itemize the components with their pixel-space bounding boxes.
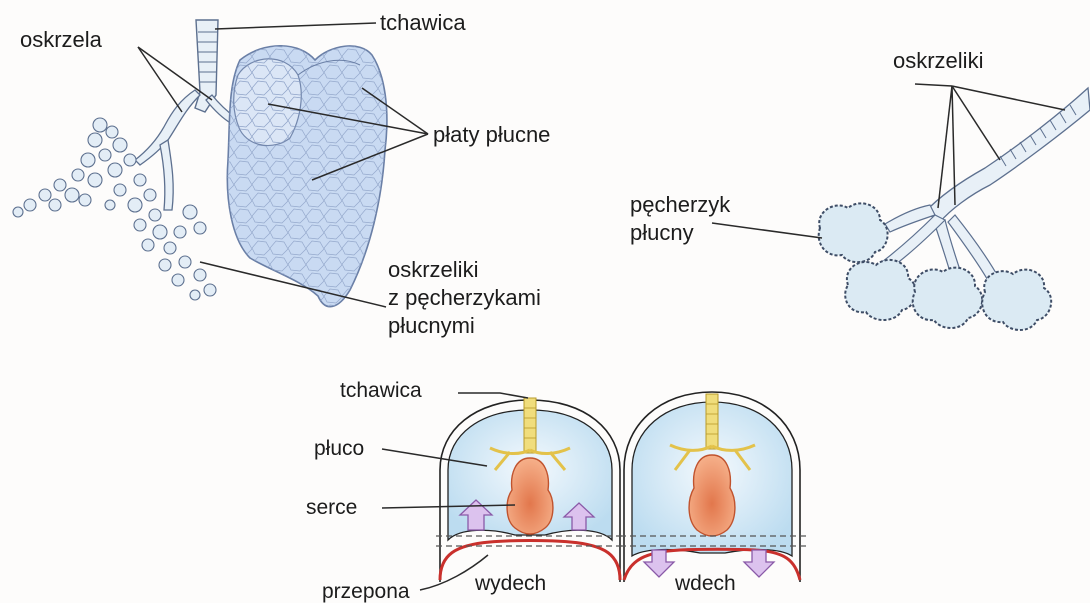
label-lung-lobes: płaty płucne [433,122,550,147]
bronchial-tree-illustration [13,20,387,307]
chest-exhale [436,398,624,582]
heart-inhale [689,455,735,536]
label-bronchioles-right: oskrzeliki [893,48,983,73]
trachea-inhale [706,394,718,449]
label-alveolus-line1: pęcherzyk [630,192,731,217]
alveoli-detail-illustration [819,88,1090,330]
label-exhale: wydech [474,572,546,595]
label-diaphragm: przepona [322,580,410,603]
label-bronchioles-line1: oskrzeliki [388,257,478,282]
trachea-exhale [524,398,536,453]
arrow-down-right-icon [744,550,774,577]
label-bronchi: oskrzela [20,27,103,52]
label-lung: płuco [314,437,364,460]
label-bronchioles-line2: z pęcherzykami [388,285,541,310]
label-trachea-top: tchawica [380,10,466,35]
label-heart: serce [306,496,357,519]
label-bronchioles-line3: płucnymi [388,313,475,338]
alveoli-clusters [13,118,216,300]
chest-inhale [620,392,806,582]
heart-exhale [507,458,553,534]
label-alveolus-line2: płucny [630,220,694,245]
label-inhale: wdech [674,572,736,595]
label-trachea-bottom: tchawica [340,379,422,402]
